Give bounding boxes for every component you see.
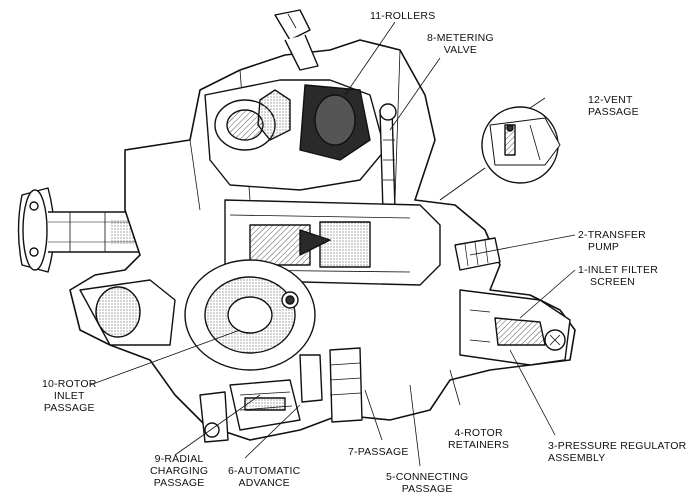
label-pressure-regulator-assembly: 3-PRESSURE REGULATOR ASSEMBLY	[548, 440, 687, 464]
rotor-section	[224, 199, 441, 286]
label-connecting-passage: 5-CONNECTING PASSAGE	[386, 471, 469, 495]
pressure-regulator	[459, 289, 571, 366]
lower-body	[79, 279, 176, 346]
label-passage: 7-PASSAGE	[348, 446, 409, 458]
label-inlet-filter-screen: 1-INLET FILTER SCREEN	[578, 264, 659, 288]
roller-cage	[204, 79, 386, 191]
inlet-fitting	[454, 237, 501, 271]
vent-passage-inset	[439, 106, 561, 201]
top-fitting	[274, 9, 319, 71]
cam-ring	[184, 259, 316, 371]
leader-lines	[89, 21, 576, 467]
label-automatic-advance: 6-AUTOMATIC ADVANCE	[228, 465, 301, 489]
label-vent-passage: 12-VENT PASSAGE	[588, 94, 639, 118]
label-rotor-retainers: 4-ROTOR RETAINERS	[448, 427, 510, 451]
label-rollers: 11-ROLLERS	[370, 10, 436, 22]
label-transfer-pump: 2-TRANSFER PUMP	[578, 229, 646, 253]
mounting-flange	[17, 187, 55, 273]
automatic-advance	[229, 379, 301, 431]
label-radial-charging-passage: 9-RADIAL CHARGING PASSAGE	[150, 453, 209, 489]
label-metering-valve: 8-METERING VALVE	[427, 32, 494, 56]
bottom-fittings	[199, 347, 363, 443]
label-rotor-inlet-passage: 10-ROTOR INLET PASSAGE	[42, 378, 97, 414]
